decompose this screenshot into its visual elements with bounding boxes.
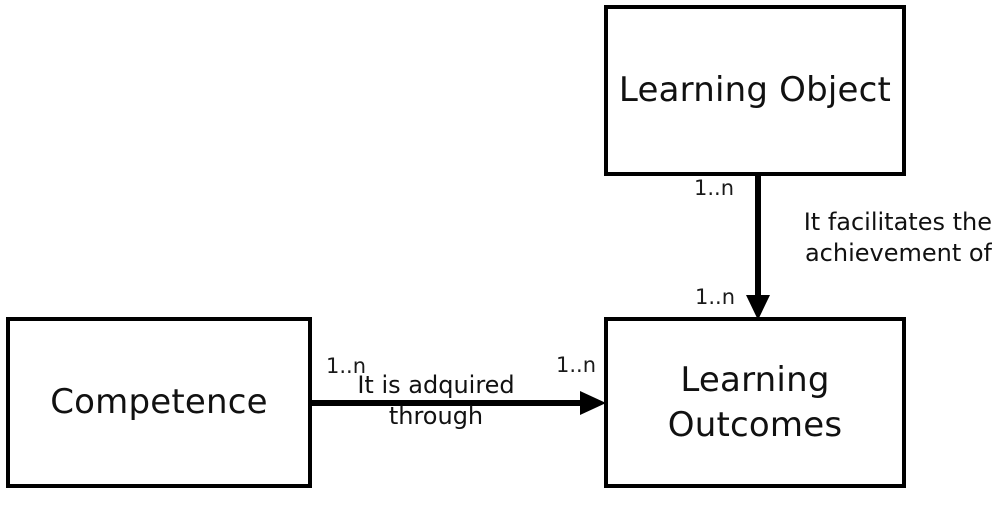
node-competence-label: Competence [50, 382, 268, 423]
multiplicity-learning-outcomes-target: 1..n [695, 285, 736, 309]
multiplicity-competence-target: 1..n [556, 353, 597, 377]
node-learning-object-label: Learning Object [618, 70, 892, 111]
node-learning-object[interactable]: Learning Object [604, 5, 906, 176]
edge-facilitates-arrow [746, 174, 770, 320]
node-learning-outcomes-label: Learning Outcomes [667, 360, 843, 445]
node-learning-outcomes[interactable]: Learning Outcomes [604, 317, 906, 488]
node-competence[interactable]: Competence [6, 317, 312, 488]
edge-label-facilitates: It facilitates the achievement of [803, 208, 992, 268]
multiplicity-learning-object-source: 1..n [694, 176, 735, 200]
edge-label-acquired-through: It is adquired through [357, 371, 515, 431]
multiplicity-competence-source: 1..n [326, 354, 367, 378]
